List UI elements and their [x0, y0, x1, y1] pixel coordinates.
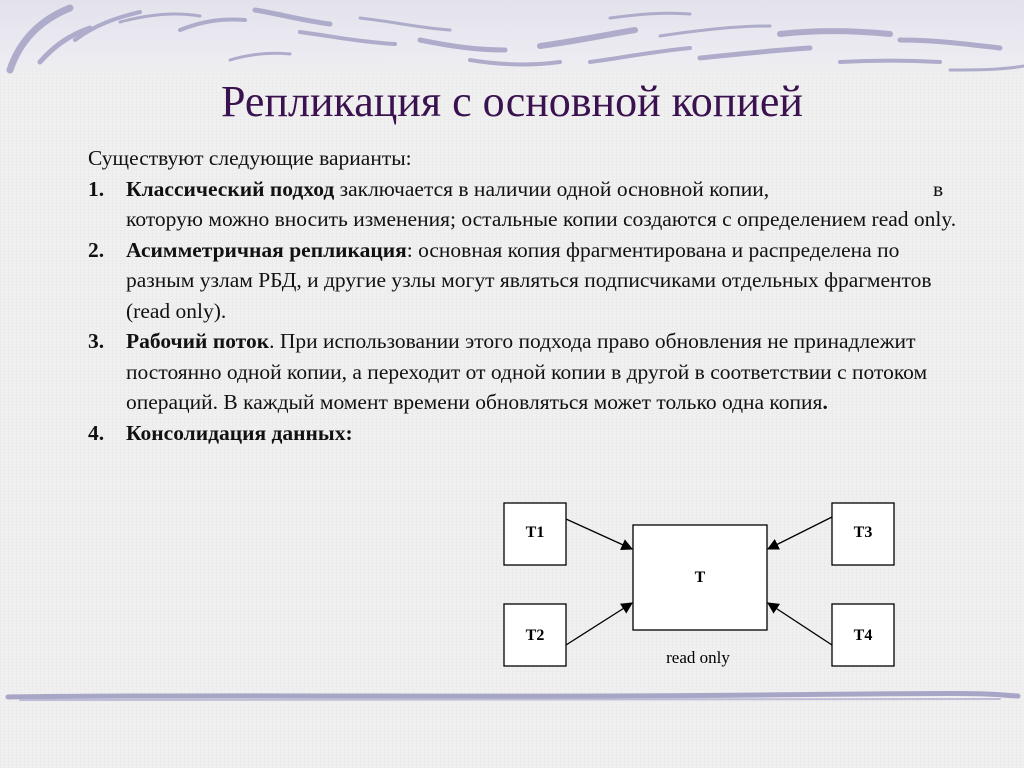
node-center-label: T: [695, 569, 706, 586]
arrow-t3-to-center: [766, 516, 833, 550]
slide-title: Репликация с основной копией: [221, 77, 803, 126]
node-t1-label: T1: [526, 524, 545, 541]
slide-body: Существуют следующие варианты: 1. Класси…: [88, 143, 958, 448]
variants-list: 1. Классический подход заключается в нал…: [88, 174, 958, 449]
node-t4-box: [831, 603, 895, 667]
list-number: 3.: [88, 329, 105, 353]
list-number: 2.: [88, 237, 105, 262]
arrow-t4-to-center: [767, 602, 833, 646]
list-text: заключается в наличии одной основной коп…: [334, 176, 770, 201]
node-t4-label: T4: [854, 627, 873, 644]
node-t1-box: [503, 502, 567, 566]
arrow-t1-to-center: [565, 518, 634, 550]
list-number: 4.: [88, 420, 105, 445]
list-text-continued: которую можно вносить изменения; остальн…: [126, 207, 957, 231]
node-t3-label: T3: [854, 524, 873, 541]
node-t3-box: [831, 502, 895, 566]
intro-text: Существуют следующие варианты:: [88, 146, 412, 170]
arrow-t2-to-center: [565, 602, 633, 646]
list-term: Асимметричная репликация: [126, 237, 407, 262]
list-term: Рабочий поток: [126, 329, 270, 353]
center-note: read only: [666, 648, 730, 667]
list-text-tail: в: [933, 176, 944, 201]
bottom-decoration-line: [5, 690, 1021, 701]
list-text-end: .: [822, 390, 828, 414]
list-term: Консолидация данных:: [126, 420, 353, 445]
list-item: 2. Асимметричная репликация: основная ко…: [88, 235, 958, 327]
list-item: 1. Классический подход заключается в нал…: [88, 174, 958, 235]
list-item: 3. Рабочий поток. При использовании этог…: [88, 326, 958, 418]
list-text: . При использовании этого подхода право …: [126, 329, 928, 414]
node-t2-box: [503, 603, 567, 667]
node-t2-label: T2: [526, 627, 545, 644]
list-item: 4. Консолидация данных:: [88, 418, 958, 449]
list-number: 1.: [88, 176, 105, 201]
node-center-box: [632, 524, 768, 631]
swirl-decoration: [6, 4, 1024, 74]
list-text: : основная копия фрагментирована и распр…: [126, 237, 932, 323]
list-term: Классический подход: [126, 176, 335, 201]
